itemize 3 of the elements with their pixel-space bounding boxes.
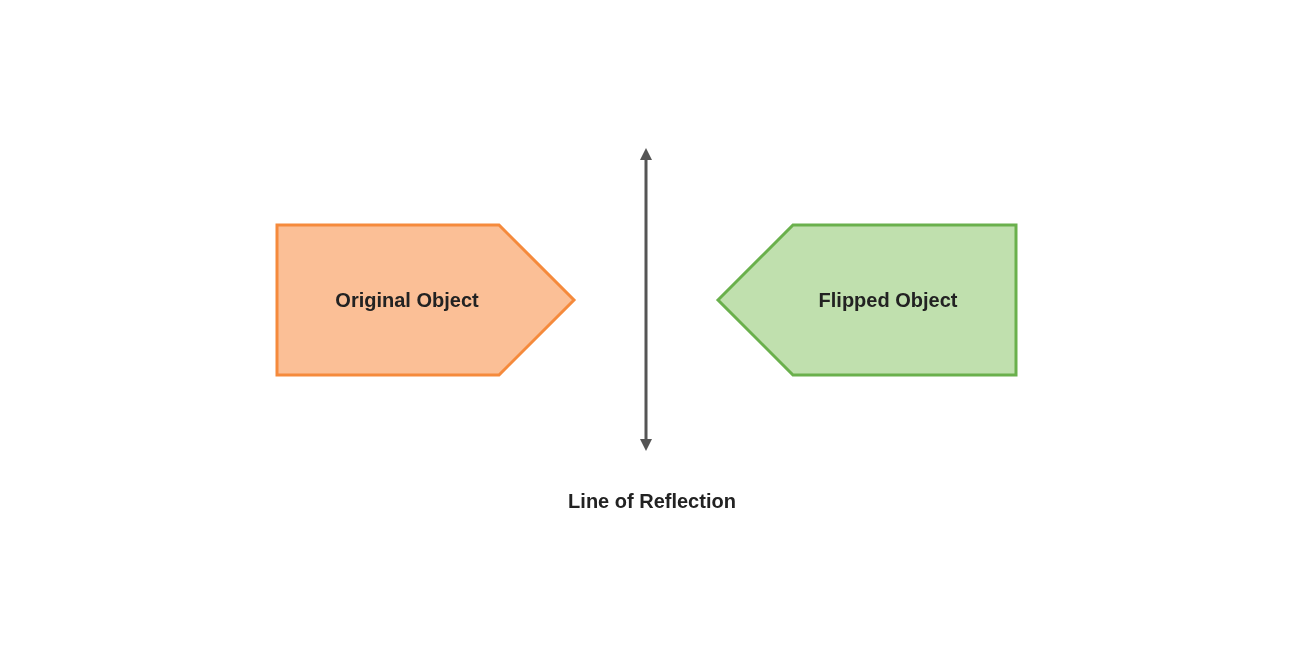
shape-label: Flipped Object [818,288,958,312]
shape-label: Original Object [335,288,479,312]
line-caption: Line of Reflection [568,490,736,513]
